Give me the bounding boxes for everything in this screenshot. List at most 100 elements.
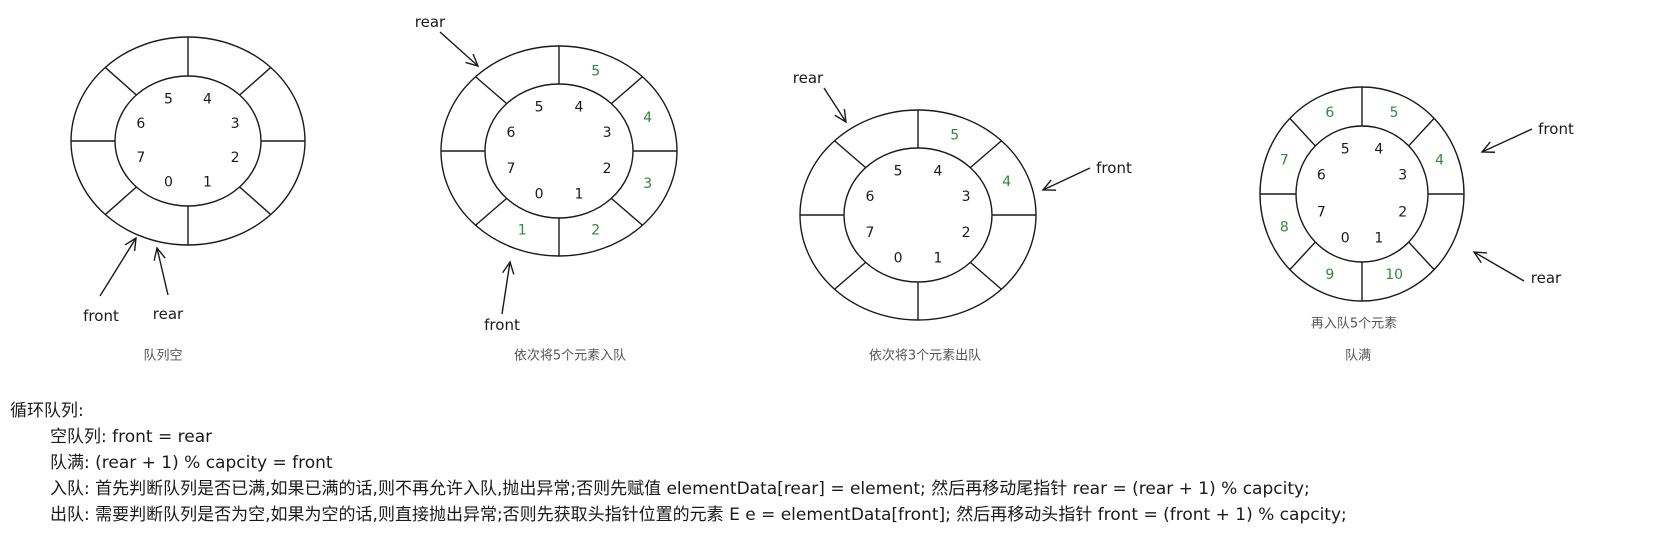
slot-index-4: 4: [1374, 142, 1383, 158]
front-pointer-arrow: [1041, 167, 1091, 191]
slot-index-3: 3: [962, 189, 971, 205]
front-pointer-label: front: [1096, 159, 1132, 177]
slot-value: 4: [1435, 153, 1444, 169]
note-empty-queue: 空队列: front = rear: [50, 427, 213, 447]
slot-value: 3: [643, 176, 652, 192]
note-enqueue: 入队: 首先判断队列是否已满,如果已满的话,则不再允许入队,抛出异常;否则先赋值…: [50, 479, 1310, 499]
front-pointer-label: front: [83, 307, 119, 325]
slot-index-5: 5: [164, 91, 173, 107]
slot-index-0: 0: [1341, 230, 1350, 246]
slot-divider: [1408, 117, 1435, 147]
rear-pointer-arrow: [823, 87, 847, 124]
slot-value: 4: [643, 110, 652, 126]
slot-index-7: 7: [136, 150, 145, 166]
slot-divider: [610, 197, 643, 226]
slot-index-4: 4: [574, 100, 583, 116]
queue-full-caption: 队满: [1345, 349, 1371, 364]
slot-divider: [475, 197, 508, 226]
arrow-shaft: [501, 261, 511, 315]
diagram-caption: 依次将5个元素入队: [514, 348, 626, 364]
diagram-caption: 队列空: [143, 349, 182, 364]
slot-value: 1: [518, 222, 527, 238]
slot-divider: [1289, 241, 1316, 271]
front-pointer-arrow: [501, 260, 515, 315]
slot-index-0: 0: [535, 186, 544, 202]
slot-index-2: 2: [962, 225, 971, 241]
slot-divider: [969, 261, 1002, 290]
slot-value: 9: [1325, 267, 1334, 283]
slot-value: 6: [1325, 105, 1334, 121]
arrow-head: [153, 246, 166, 261]
slot-divider: [610, 76, 643, 105]
slot-value: 5: [950, 128, 959, 144]
slot-index-2: 2: [603, 161, 612, 177]
inner-ring: [114, 75, 262, 207]
slot-index-1: 1: [933, 250, 942, 266]
diagram-caption: 依次将3个元素出队: [869, 348, 981, 364]
rear-pointer-label: rear: [415, 13, 446, 31]
slot-divider: [969, 140, 1002, 169]
rear-pointer-arrow: [153, 246, 169, 296]
slot-value: 4: [1002, 174, 1011, 190]
note-full-queue: 队满: (rear + 1) % capcity = front: [50, 453, 333, 473]
slot-divider: [104, 186, 137, 216]
arrow-shaft: [1042, 167, 1091, 191]
slot-divider: [1408, 241, 1435, 271]
slot-divider: [1289, 117, 1316, 147]
arrow-shaft: [1481, 128, 1533, 153]
slot-index-0: 0: [164, 175, 173, 191]
arrow-shaft: [1473, 251, 1525, 282]
slot-index-6: 6: [136, 116, 145, 132]
notes-heading: 循环队列:: [10, 401, 84, 421]
slot-divider: [834, 140, 867, 169]
front-pointer-arrow: [99, 236, 137, 297]
slot-index-4: 4: [933, 164, 942, 180]
slot-value: 10: [1385, 267, 1403, 283]
arrow-shaft: [99, 237, 137, 297]
arrow-head: [465, 53, 480, 68]
rear-pointer-arrow: [439, 31, 480, 68]
slot-index-2: 2: [231, 150, 240, 166]
slot-index-6: 6: [506, 125, 515, 141]
queue-diagram-1: 0 1 2 3 4 5 6 7 front rear 队列空: [70, 36, 306, 364]
slot-value: 2: [591, 222, 600, 238]
inner-ring: [843, 147, 993, 283]
front-pointer-label: front: [484, 316, 520, 334]
slot-divider: [104, 66, 137, 96]
slot-index-4: 4: [203, 91, 212, 107]
slot-index-5: 5: [535, 100, 544, 116]
slot-value: 8: [1280, 219, 1289, 235]
slot-value: 7: [1280, 153, 1289, 169]
slot-divider: [834, 261, 867, 290]
front-pointer-label: front: [1538, 120, 1574, 138]
slot-divider: [475, 76, 508, 105]
arrow-shaft: [823, 87, 847, 123]
rear-pointer-label: rear: [793, 69, 824, 87]
arrow-head: [1480, 141, 1496, 153]
slot-divider: [239, 66, 272, 96]
diagram-caption: 再入队5个元素: [1311, 317, 1397, 332]
arrow-shaft: [156, 247, 169, 296]
arrow-head: [834, 109, 847, 124]
arrow-head: [124, 236, 137, 252]
slot-divider: [239, 186, 272, 216]
inner-ring: [1295, 125, 1429, 263]
slot-index-7: 7: [506, 161, 515, 177]
slot-value: 5: [1390, 105, 1399, 121]
rear-pointer-label: rear: [153, 305, 184, 323]
slot-index-3: 3: [231, 116, 240, 132]
arrow-head: [502, 260, 515, 275]
slot-index-7: 7: [865, 225, 874, 241]
rear-pointer-arrow: [1472, 251, 1525, 282]
arrow-shaft: [439, 31, 479, 67]
front-pointer-arrow: [1480, 128, 1533, 153]
slot-index-5: 5: [894, 164, 903, 180]
slot-index-1: 1: [203, 175, 212, 191]
slot-index-1: 1: [1374, 230, 1383, 246]
slot-index-3: 3: [1398, 168, 1407, 184]
slot-index-6: 6: [1317, 168, 1326, 184]
